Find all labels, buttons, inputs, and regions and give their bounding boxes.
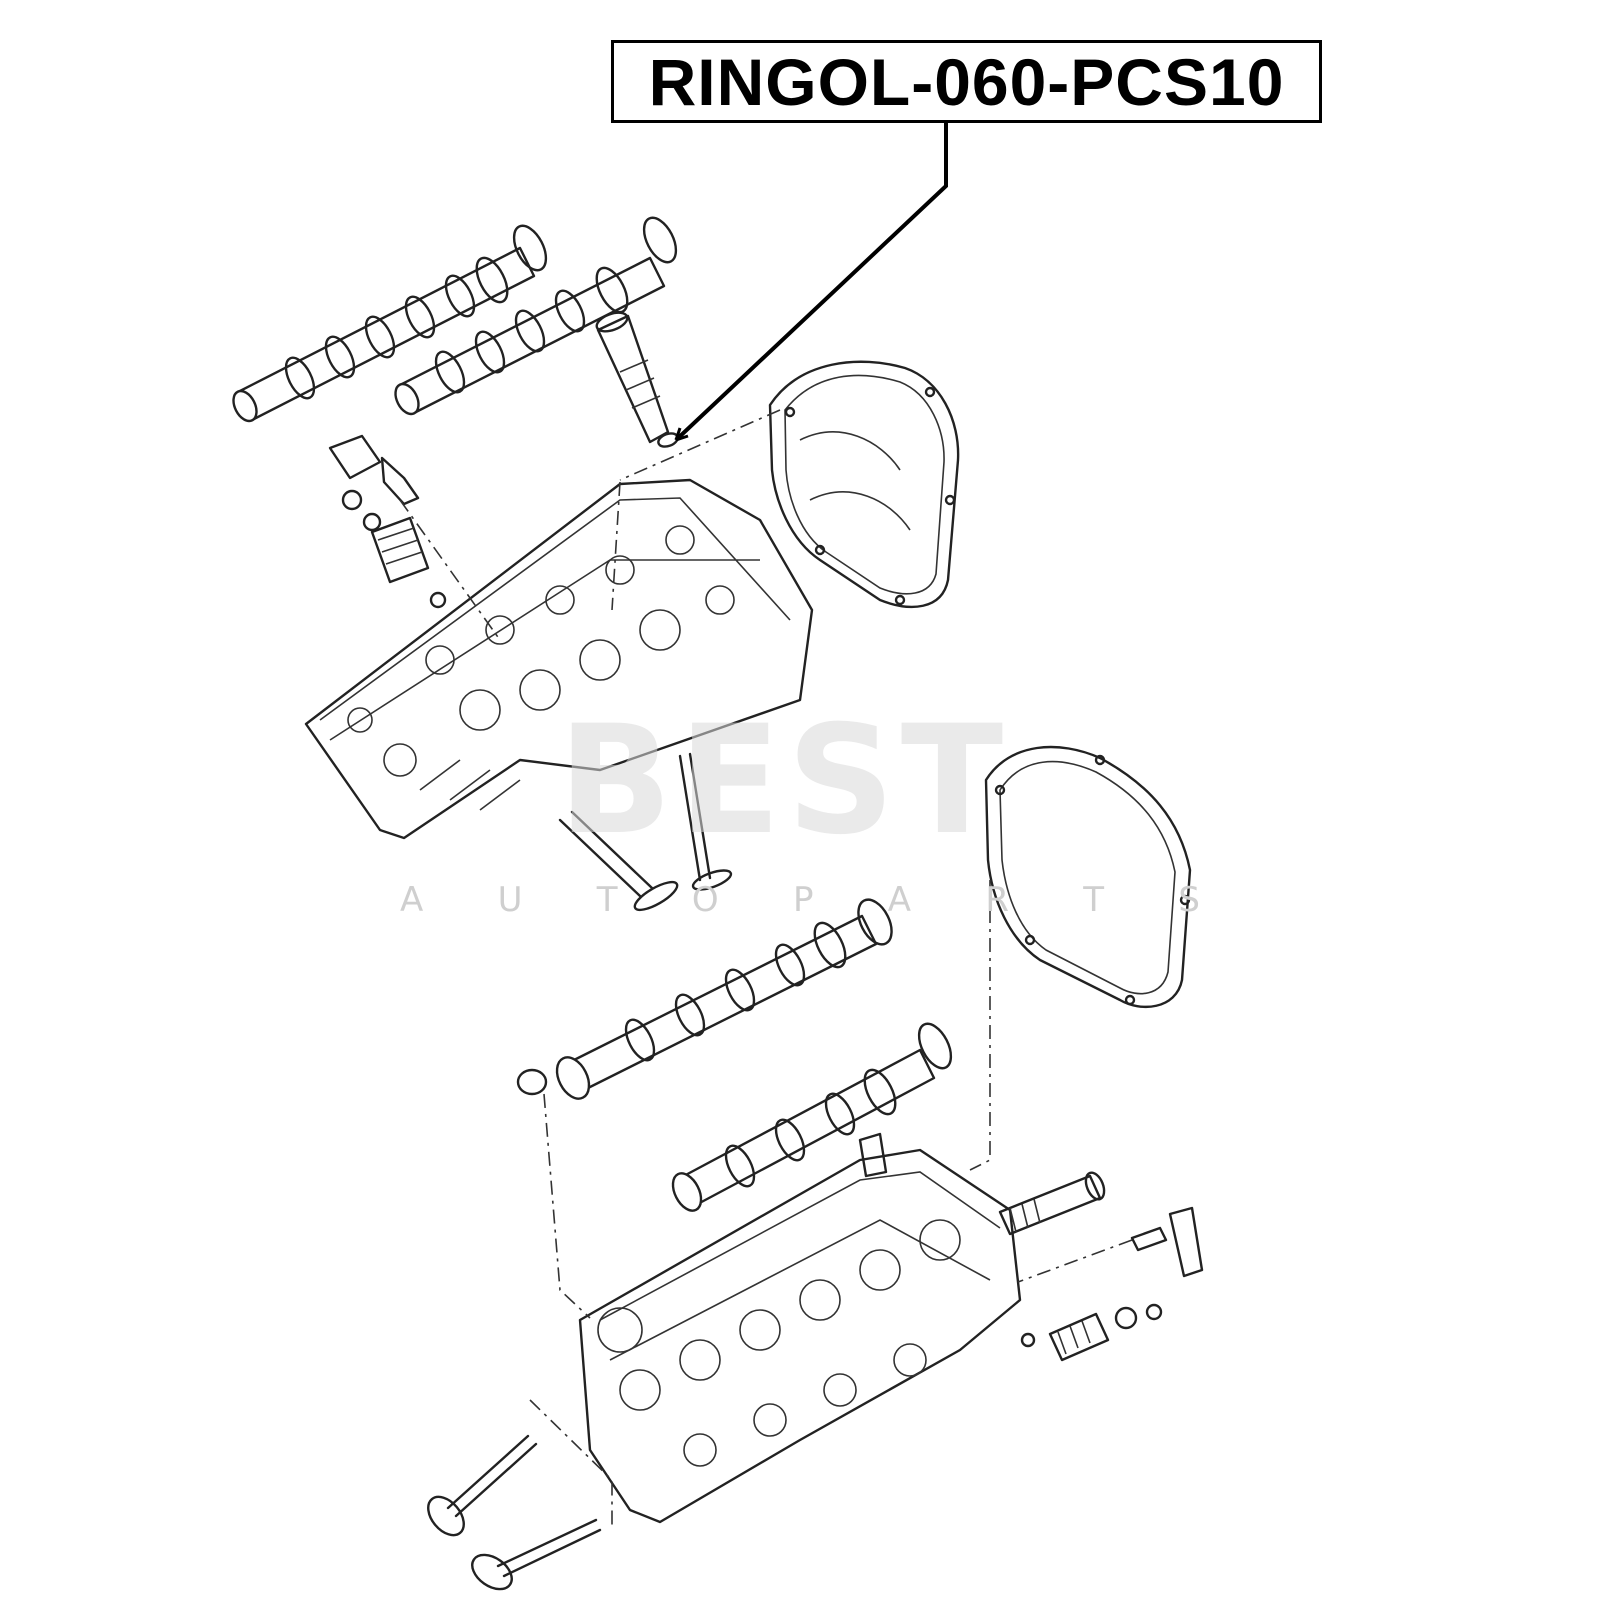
upper-camshaft-right: [394, 216, 678, 416]
part-number-text: RINGOL-060-PCS10: [648, 44, 1285, 119]
watermark-letter: U: [497, 880, 523, 920]
lower-oil-control-valve: [998, 1171, 1106, 1236]
part-callout-leader: [674, 123, 948, 442]
watermark-letter: R: [985, 880, 1009, 920]
watermark-letter: P: [792, 880, 814, 920]
watermark-logo: BEST: [558, 694, 1010, 868]
lower-camshaft-top: [555, 898, 893, 1100]
upper-gasket: [768, 360, 960, 608]
upper-valve-train-parts: [328, 434, 447, 609]
upper-assembly: [232, 216, 960, 912]
upper-cylinder-head: [304, 478, 814, 840]
upper-camshaft-left: [232, 224, 548, 423]
lower-cylinder-head: [578, 1132, 1022, 1524]
lower-cam-cap: [516, 1068, 548, 1096]
lower-valve-train-parts: [1020, 1206, 1204, 1362]
lower-gasket: [984, 745, 1192, 1008]
watermark-letter: A: [887, 880, 912, 920]
upper-valve: [558, 752, 733, 912]
watermark-letter: A: [400, 880, 424, 920]
oil-control-valve: [595, 311, 679, 448]
lower-camshaft-bottom: [671, 1022, 953, 1212]
watermark-tagline: A U T O P A R T S: [400, 880, 1200, 920]
watermark-letter: T: [596, 880, 618, 920]
part-number-label: RINGOL-060-PCS10: [611, 40, 1322, 123]
lower-valves: [427, 1434, 602, 1591]
watermark-letter: O: [691, 880, 719, 920]
watermark-letter: T: [1083, 880, 1105, 920]
watermark-letter: S: [1178, 880, 1200, 920]
lower-assembly: [427, 745, 1204, 1591]
